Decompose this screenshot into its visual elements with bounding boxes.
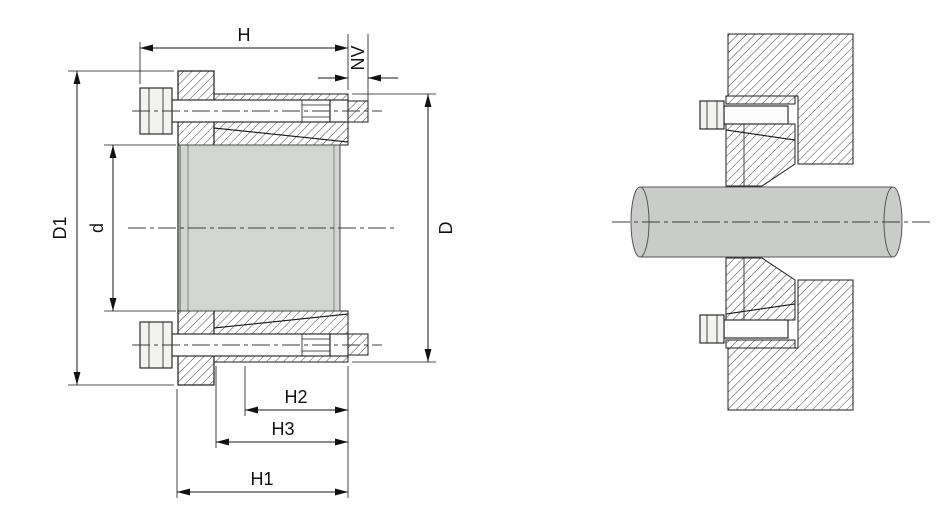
dimension-label-nv: NV <box>348 45 368 70</box>
dimension-label-d1: D1 <box>50 216 70 239</box>
dimension-label-h2: H2 <box>284 387 307 407</box>
dimension-h: H <box>139 25 349 90</box>
dimension-h3: H3 <box>215 366 348 448</box>
dimension-d1: D1 <box>50 70 174 386</box>
bolt-shank-top-right <box>723 105 789 125</box>
dimension-d-small: d <box>87 144 176 312</box>
dimension-label-h: H <box>238 25 251 45</box>
cone-inner-top <box>213 127 349 146</box>
dimension-label-d: d <box>87 223 107 233</box>
dimension-h1: H1 <box>176 389 348 498</box>
outer-ring-top <box>213 93 349 101</box>
dimensions: H NV D1 d D <box>50 25 456 498</box>
dimension-d-big: D <box>352 93 456 363</box>
bolt-head-bottom-right <box>699 314 725 344</box>
flange-section-bottom <box>177 355 215 386</box>
flange-section-top <box>177 70 215 101</box>
dimension-label-d-big: D <box>436 222 456 235</box>
bolt-head-top-right <box>699 100 725 130</box>
dimension-h2: H2 <box>244 366 349 498</box>
locking-element-top <box>699 95 796 187</box>
thrust-collar-top <box>347 100 369 123</box>
section-view <box>128 70 398 386</box>
locking-element-bottom <box>699 257 796 349</box>
thrust-collar-bottom <box>347 333 369 356</box>
dimension-label-h3: H3 <box>271 419 294 439</box>
dimension-label-h1: H1 <box>250 469 273 489</box>
dimension-nv: NV <box>318 34 398 101</box>
installation-view <box>612 33 932 411</box>
outer-ring-bottom <box>213 355 349 363</box>
bolt-shank-bottom-right <box>723 319 789 339</box>
